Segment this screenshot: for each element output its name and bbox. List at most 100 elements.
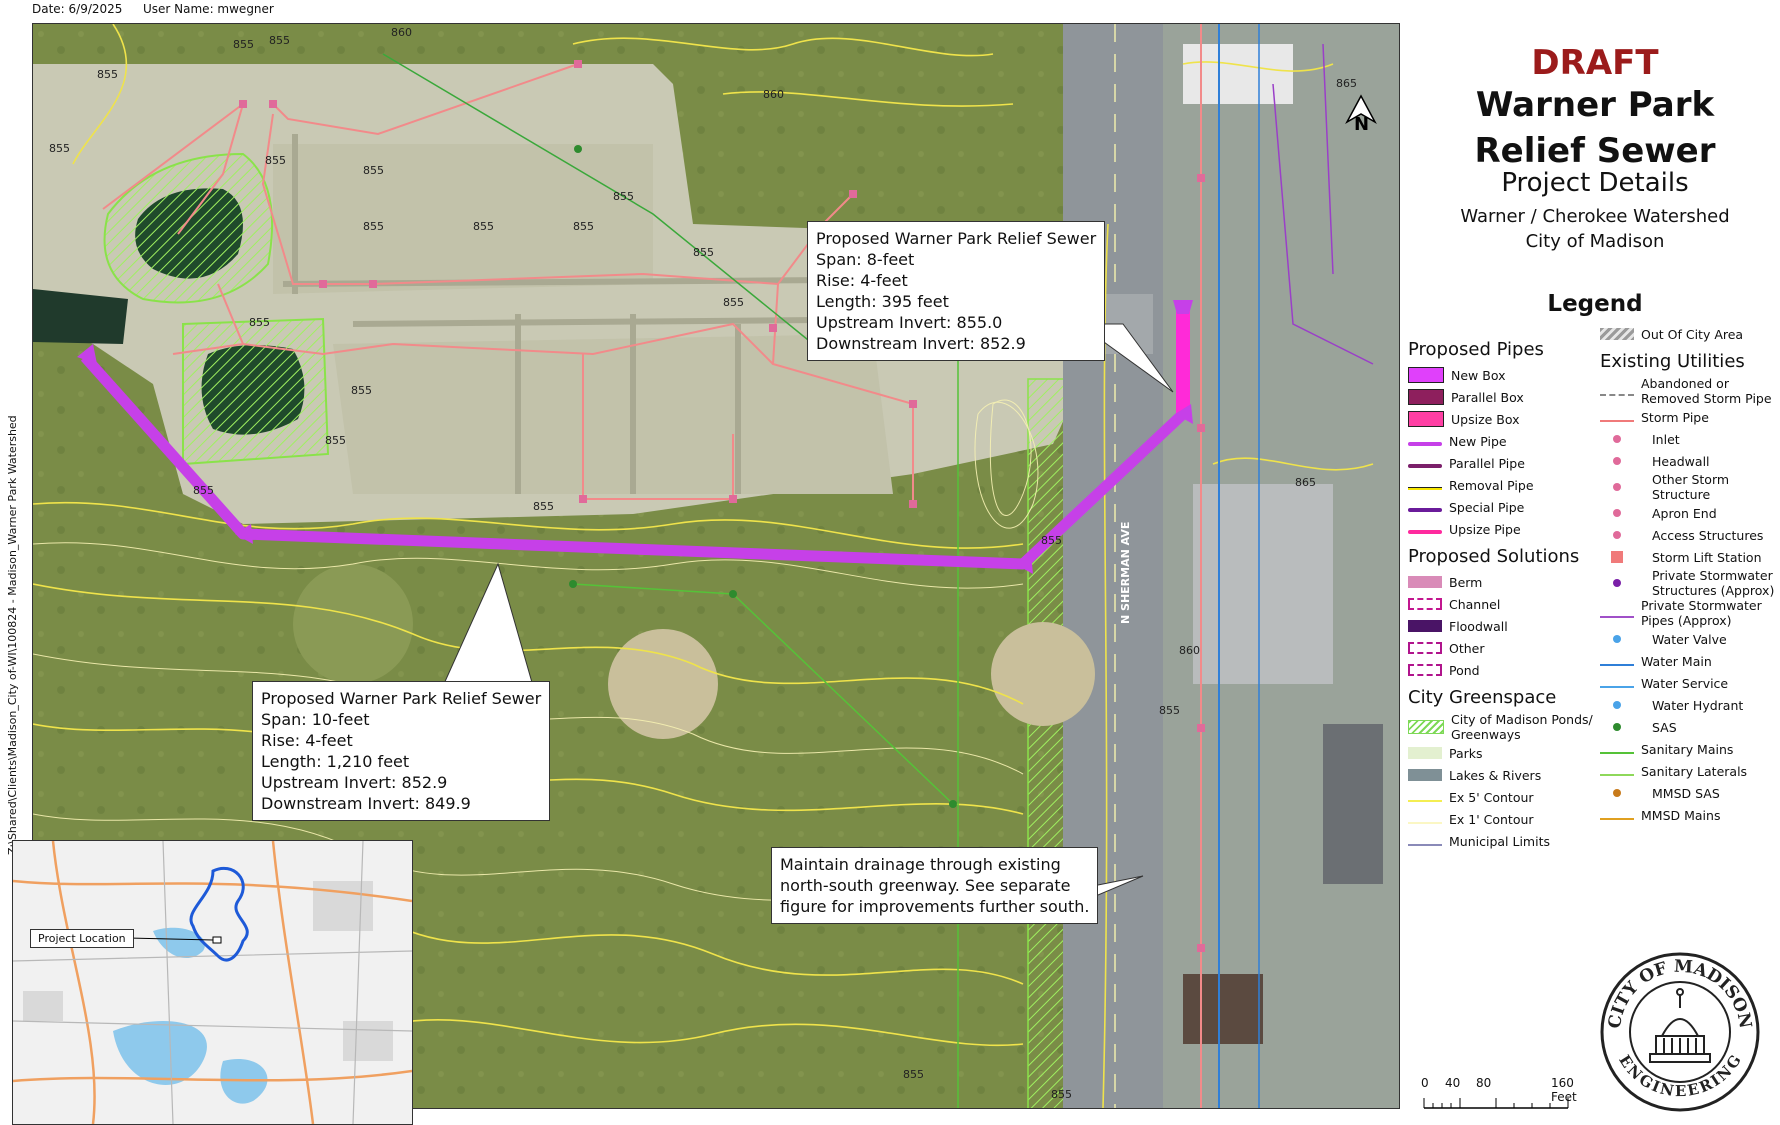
legend-pipe-item: Removal Pipe xyxy=(1408,474,1598,496)
legend-greenspace-swatch xyxy=(1408,843,1442,846)
legend-label: Municipal Limits xyxy=(1449,833,1550,849)
legend-pipe-swatch xyxy=(1408,367,1444,383)
legend-greenspace-swatch xyxy=(1408,720,1444,734)
greenway-pond-south xyxy=(182,317,330,466)
legend-heading-proposed-solutions: Proposed Solutions xyxy=(1408,546,1580,567)
legend-utility-swatch xyxy=(1600,663,1634,666)
legend-utility-item: Private Stormwater Structures (Approx) xyxy=(1600,568,1780,598)
sewer-structures xyxy=(77,300,1193,574)
legend-pipe-item: Parallel Pipe xyxy=(1408,452,1598,474)
sas-manholes xyxy=(569,145,957,808)
legend-utility-swatch xyxy=(1613,723,1621,731)
legend-pipe-swatch xyxy=(1408,389,1444,405)
legend-pipe-item: Upsize Pipe xyxy=(1408,518,1598,540)
legend-label: Pond xyxy=(1449,662,1480,678)
legend-utility-item: Storm Pipe xyxy=(1600,406,1780,428)
inset-leader-line xyxy=(127,937,214,941)
contour-label: 855 xyxy=(193,484,214,497)
callout-lower-title: Proposed Warner Park Relief Sewer xyxy=(261,689,542,708)
scale-bar: 0 40 80 160 Feet xyxy=(1421,1076,1601,1116)
legend-label: Lakes & Rivers xyxy=(1449,767,1542,783)
legend-utility-swatch xyxy=(1613,635,1621,643)
legend-greenspace-item: Parks xyxy=(1408,742,1598,764)
callout-upper-upstream: Upstream Invert: 855.0 xyxy=(816,313,1003,332)
legend-solution-swatch xyxy=(1408,598,1442,610)
inset-locator-map[interactable]: Project Location xyxy=(12,840,413,1125)
legend-label: Storm Pipe xyxy=(1641,409,1709,425)
legend-greenspace-item: Lakes & Rivers xyxy=(1408,764,1598,786)
project-title-line1: Warner Park xyxy=(1475,85,1715,125)
legend-utility-item: Apron End xyxy=(1600,502,1780,524)
legend-utility-swatch xyxy=(1600,773,1634,776)
contour-label: 855 xyxy=(233,38,254,51)
parking-rows-north xyxy=(273,144,653,294)
legend-utility-swatch xyxy=(1613,435,1621,443)
legend-label: Private Stormwater Structures (Approx) xyxy=(1652,568,1775,598)
contour-label: 855 xyxy=(265,154,286,167)
legend-utility-item: Sanitary Laterals xyxy=(1600,760,1780,782)
legend-utility-item: SAS xyxy=(1600,716,1780,738)
legend-pipe-item: New Box xyxy=(1408,364,1598,386)
parking-rows-south xyxy=(333,334,893,494)
contour-label: 855 xyxy=(903,1068,924,1081)
inset-watershed-outline xyxy=(189,866,249,962)
contour-label: 855 xyxy=(473,220,494,233)
legend-label: Headwall xyxy=(1652,453,1710,469)
private-storm-pipes xyxy=(1272,43,1374,365)
legend-swatch-out-of-city xyxy=(1600,328,1634,340)
contour-label: 855 xyxy=(693,246,714,259)
legend-title: Legend xyxy=(1547,291,1643,317)
watershed-name: Warner / Cherokee Watershed xyxy=(1460,206,1730,227)
scale-tick-label: 0 xyxy=(1421,1076,1429,1090)
legend-label: Apron End xyxy=(1652,505,1717,521)
legend-utility-swatch xyxy=(1600,615,1634,618)
contour-label: 855 xyxy=(533,500,554,513)
legend-pipe-item: Parallel Box xyxy=(1408,386,1598,408)
legend-pipe-item: New Pipe xyxy=(1408,430,1598,452)
legend-label: SAS xyxy=(1652,719,1677,735)
legend-utility-swatch xyxy=(1613,457,1621,465)
building-2 xyxy=(1323,724,1383,884)
callout-lower-rise: Rise: 4-feet xyxy=(261,731,353,750)
legend-label: New Box xyxy=(1451,367,1506,383)
legend-utility-swatch xyxy=(1613,483,1621,491)
legend-utility-swatch xyxy=(1600,817,1634,820)
legend-label: Ex 5' Contour xyxy=(1449,789,1534,805)
north-arrow-icon: N xyxy=(1345,94,1377,132)
ballfield-east xyxy=(991,622,1095,726)
scale-tick-label: 80 xyxy=(1476,1076,1492,1090)
legend-item-out-of-city: Out Of City Area xyxy=(1600,323,1780,345)
legend-utility-swatch xyxy=(1613,701,1621,709)
callout-drainage-line3: figure for improvements further south. xyxy=(780,897,1090,916)
legend-pipe-item: Upsize Box xyxy=(1408,408,1598,430)
inset-roads xyxy=(13,841,412,1124)
legend-utility-item: MMSD SAS xyxy=(1600,782,1780,804)
legend-heading-city-greenspace: City Greenspace xyxy=(1408,687,1557,708)
legend-utility-swatch xyxy=(1600,751,1634,754)
legend-greenspace-item: Ex 1' Contour xyxy=(1408,808,1598,830)
legend-label: Special Pipe xyxy=(1449,499,1525,515)
legend-solution-swatch xyxy=(1408,642,1442,654)
legend-solution-item: Other xyxy=(1408,637,1598,659)
legend-label: Water Hydrant xyxy=(1652,697,1744,713)
legend-utility-item: Water Valve xyxy=(1600,628,1780,650)
contour-label: 855 xyxy=(573,220,594,233)
legend-greenspace-item: Municipal Limits xyxy=(1408,830,1598,852)
legend-pipe-swatch xyxy=(1408,464,1442,468)
legend-label: Other xyxy=(1449,640,1485,656)
legend-utility-item: Sanitary Mains xyxy=(1600,738,1780,760)
legend-solution-item: Channel xyxy=(1408,593,1598,615)
legend-label: Sanitary Laterals xyxy=(1641,763,1748,779)
legend-label: Parallel Pipe xyxy=(1449,455,1525,471)
legend-utility-item: Other Storm Structure xyxy=(1600,472,1780,502)
contour-label: 860 xyxy=(1179,644,1200,657)
scale-bar-graphic xyxy=(1423,1098,1569,1109)
legend-label: Berm xyxy=(1449,574,1483,590)
ballfield-north xyxy=(293,564,413,684)
legend-utility-item: Inlet xyxy=(1600,428,1780,450)
callout-upper-length: Length: 395 feet xyxy=(816,292,949,311)
legend-utility-swatch xyxy=(1600,394,1634,396)
